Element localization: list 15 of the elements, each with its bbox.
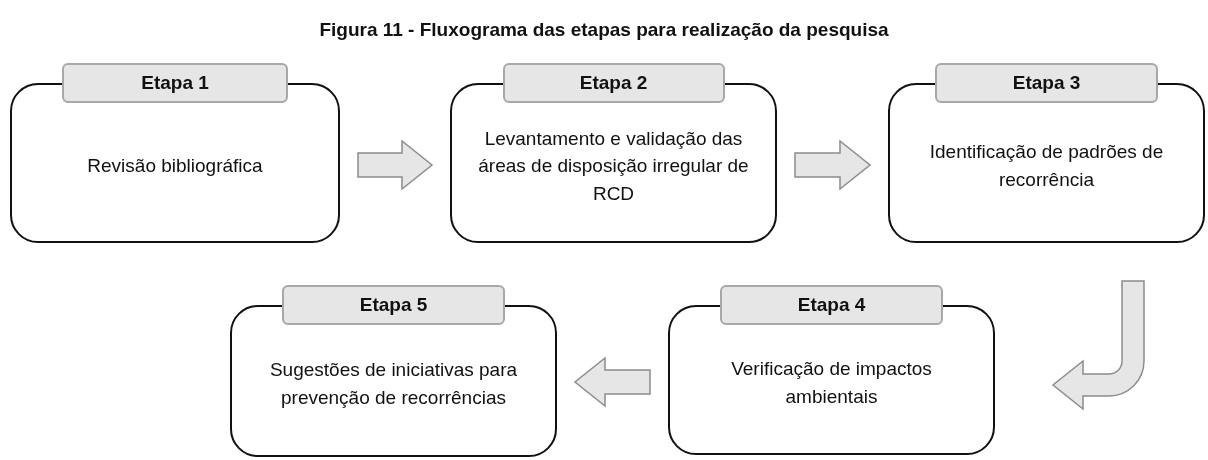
- block-arrow: [794, 139, 872, 191]
- step-tab: Etapa 4: [720, 285, 943, 325]
- block-arrow: [573, 356, 651, 408]
- step-tab: Etapa 2: [502, 63, 725, 103]
- figure-title: Figura 11 - Fluxograma das etapas para realização da pesquisa: [318, 18, 890, 42]
- step-description: Sugestões de iniciativas para prevenção de recorrências: [268, 358, 519, 410]
- block-arrow: [1052, 280, 1145, 410]
- step-tab: Etapa 1: [62, 63, 288, 103]
- step-description: Verificação de impactos ambientais: [730, 357, 933, 409]
- step-description: Revisão bibliográfica: [87, 154, 263, 179]
- step-tab: Etapa 3: [935, 63, 1158, 103]
- block-arrow: [357, 139, 434, 191]
- step-description: Identificação de padrões de recorrência: [928, 140, 1165, 192]
- step-tab: Etapa 5: [282, 285, 505, 325]
- step-description: Levantamento e validação das áreas de disposição irregular de RCD: [477, 126, 750, 206]
